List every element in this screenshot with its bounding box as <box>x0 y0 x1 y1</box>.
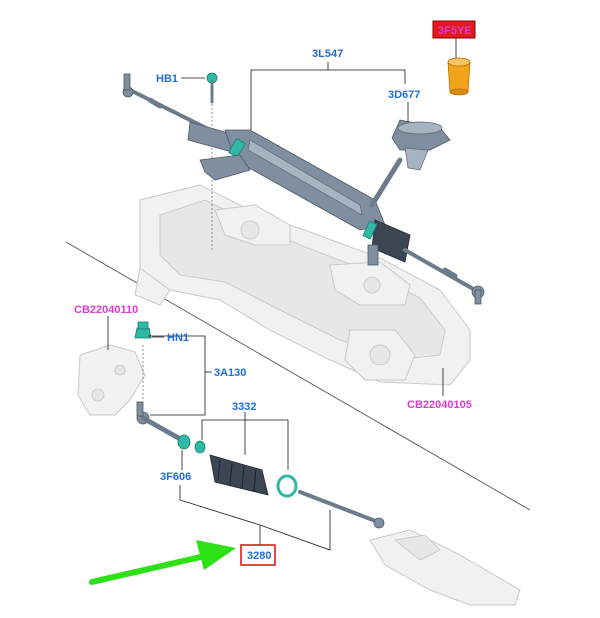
highlight-box-top <box>433 21 475 38</box>
label-cb22040105: CB22040105 <box>407 399 472 411</box>
rack-end-ghost <box>369 529 521 606</box>
steering-rack-assembly <box>122 73 485 305</box>
orange-dust-cap <box>447 57 471 96</box>
label-hn1: HN1 <box>167 332 189 344</box>
label-3280: 3280 <box>247 550 271 562</box>
label-3l547: 3L547 <box>312 48 343 60</box>
knuckle-ghost <box>77 344 146 416</box>
label-hb1: HB1 <box>156 73 178 85</box>
nut-hn1 <box>134 321 152 339</box>
bolt-hb1 <box>206 72 218 104</box>
steering-boot <box>209 454 269 496</box>
outer-tie-rod-end <box>136 401 185 443</box>
highlight-box-3280 <box>240 544 276 566</box>
label-3d677: 3D677 <box>388 89 420 101</box>
label-3a130: 3A130 <box>214 367 246 379</box>
label-3332: 3332 <box>232 401 256 413</box>
clips <box>177 434 298 498</box>
green-arrow-icon <box>89 540 236 585</box>
label-3f606: 3F606 <box>160 471 191 483</box>
label-3f5ye: 3F5YE <box>438 25 472 37</box>
inner-tie-rod <box>298 490 385 529</box>
pinion-cover <box>391 119 451 171</box>
subframe-ghost <box>134 184 471 386</box>
label-cb22040110: CB22040110 <box>74 304 138 316</box>
